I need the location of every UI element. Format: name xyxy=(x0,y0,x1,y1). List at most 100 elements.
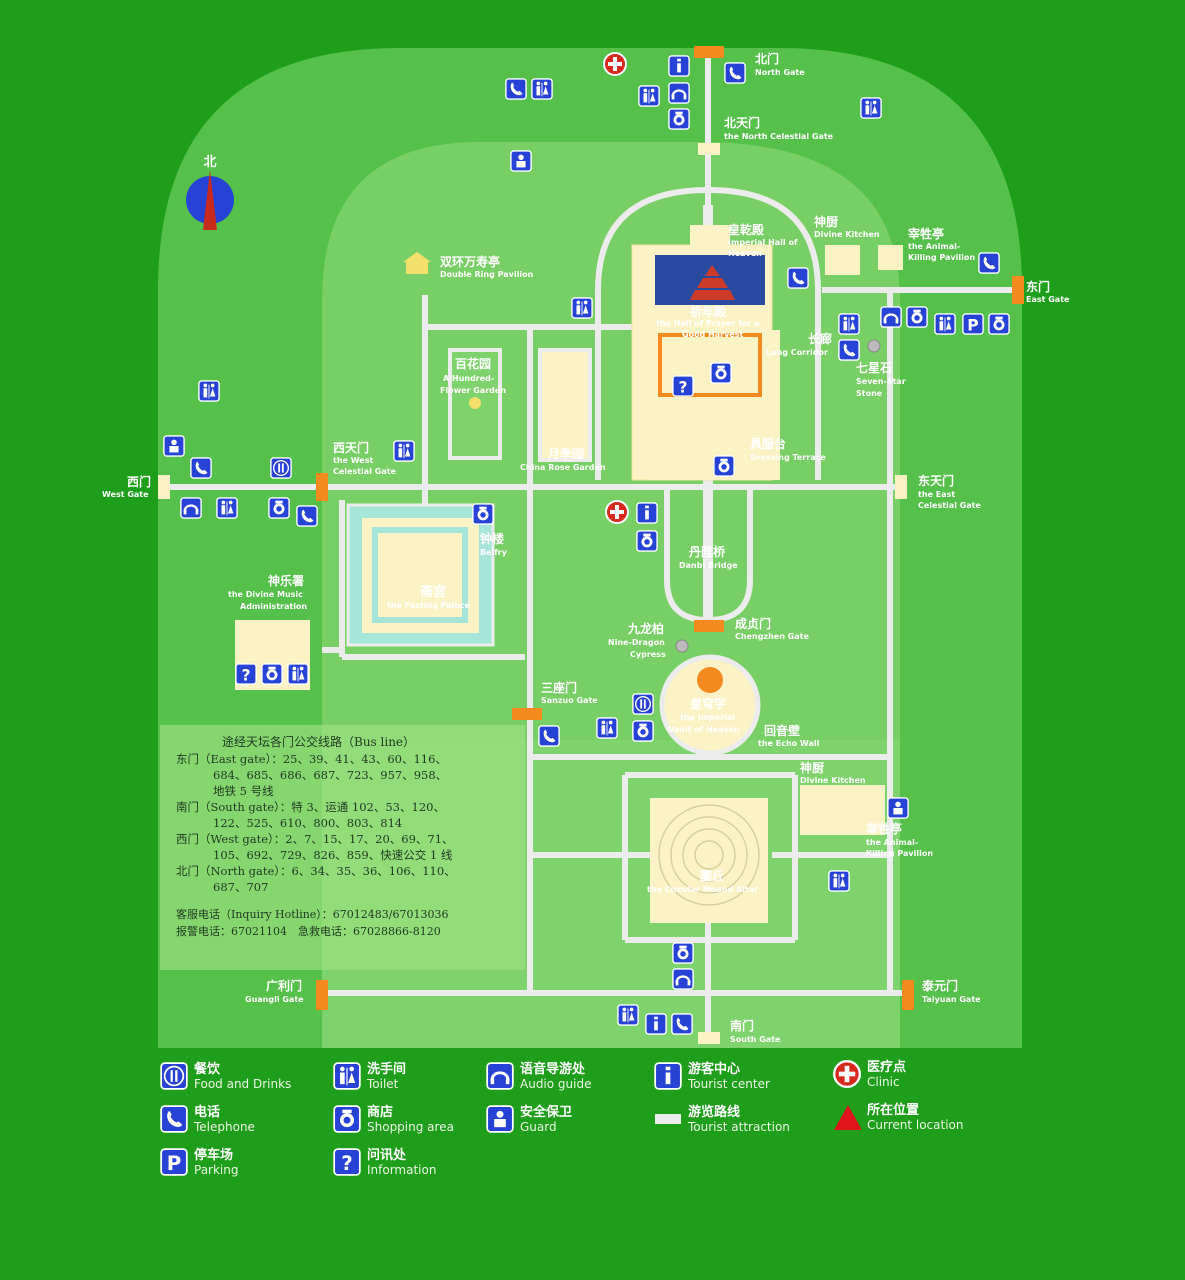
legend-label-cn: 游客中心 xyxy=(688,1062,741,1077)
legend-label-en: Clinic xyxy=(867,1075,900,1089)
west-celestial-gate-en1: the West xyxy=(333,456,373,465)
info-icon xyxy=(636,502,658,524)
shopping-icon xyxy=(268,497,290,519)
place-labels: 皇乾殿 Imperial Hall of Heaven 神厨 Divine Ki… xyxy=(228,214,975,894)
belfry-en: Belfry xyxy=(480,548,508,557)
danbi-bridge-cn: 丹陛桥 xyxy=(689,544,726,559)
west-celestial-gate-en2: Celestial Gate xyxy=(333,467,397,476)
vault-cn: 皇穹宇 xyxy=(690,696,726,711)
legend-label-cn: 问讯处 xyxy=(367,1148,407,1163)
animal-killing-n-building xyxy=(878,245,903,270)
east-celestial-gate-en1: the East xyxy=(918,490,955,499)
west-celestial-gate-cn: 西天门 xyxy=(333,440,369,455)
telephone-icon xyxy=(671,1013,693,1035)
legend-label-en: Tourist center xyxy=(688,1077,770,1091)
animal-killing-n-cn: 宰牲亭 xyxy=(908,226,944,241)
fasting-palace-grounds xyxy=(362,518,479,633)
legend-label-cn: 餐饮 xyxy=(194,1062,221,1077)
legend-label-en: Shopping area xyxy=(367,1120,454,1134)
imperial-hall-cn: 皇乾殿 xyxy=(728,222,765,237)
food-drinks-icon xyxy=(270,457,292,479)
north-gate-cn: 北门 xyxy=(755,51,779,66)
sanzuo-gate-en: Sanzuo Gate xyxy=(541,696,598,705)
animal-killing-s-cn: 宰牲亭 xyxy=(866,821,902,836)
imperial-hall-en2: Heaven xyxy=(728,249,762,258)
long-corridor-cn: 长廊 xyxy=(808,331,832,346)
shopping-icon xyxy=(261,663,283,685)
hundred-flower-en1: A Hundred- xyxy=(443,374,494,383)
bus-info-box xyxy=(160,725,525,970)
west-gate-en: West Gate xyxy=(102,490,149,499)
chengzhen-gate-cn: 成贞门 xyxy=(735,616,771,631)
divine-music-cn: 神乐署 xyxy=(268,573,304,588)
telephone-icon xyxy=(724,62,746,84)
east-gate-en: East Gate xyxy=(1026,295,1070,304)
toilet-icon xyxy=(198,380,220,402)
telephone-icon xyxy=(190,457,212,479)
belfry-cn: 钟楼 xyxy=(480,531,504,546)
legend-label-en: Tourist attraction xyxy=(688,1120,790,1134)
hundred-flower-cn: 百花园 xyxy=(455,356,491,371)
imperial-hall-building xyxy=(690,225,730,250)
circular-mound-en: the Circular Mound Altar xyxy=(647,885,758,894)
seven-star-cn: 七星石 xyxy=(856,361,892,375)
dressing-terrace-en: Dressing Terrace xyxy=(750,453,826,462)
telephone-icon xyxy=(838,339,860,361)
bus-line: 西门（West gate）：2、7、15、17、20、69、71、 xyxy=(176,832,454,846)
legend-label-en: Telephone xyxy=(194,1120,255,1134)
tourist-route-icon xyxy=(654,1105,682,1133)
north-gate-en: North Gate xyxy=(755,68,805,77)
audio-guide-icon xyxy=(672,968,694,990)
divine-kitchen-s-cn: 神厨 xyxy=(800,760,824,775)
west-gate-cn: 西门 xyxy=(127,474,151,489)
shopping-icon xyxy=(713,455,735,477)
divine-kitchen-n-building xyxy=(825,245,860,275)
information-icon xyxy=(235,663,257,685)
nine-dragon-cn: 九龙柏 xyxy=(627,621,664,636)
shopping-icon xyxy=(632,720,654,742)
alarm-hotline: 报警电话：67021104 急救电话：67028866-8120 xyxy=(176,924,441,938)
food-drinks-icon xyxy=(160,1062,188,1090)
toilet-icon xyxy=(596,717,618,739)
bus-line: 东门（East gate）：25、39、41、43、60、116、 xyxy=(176,752,447,766)
danbi-bridge-en: Danbi Bridge xyxy=(679,561,738,570)
compass-icon: 北 xyxy=(186,155,234,230)
divine-music-en1: the Divine Music xyxy=(228,590,303,599)
legend-label-cn: 电话 xyxy=(194,1105,221,1120)
hundred-flower-pavilion-icon xyxy=(469,397,481,409)
legend-label-en: Current location xyxy=(867,1118,964,1132)
east-celestial-gate-en2: Celestial Gate xyxy=(918,501,982,510)
parking-icon xyxy=(160,1148,188,1176)
legend-label-en: Parking xyxy=(194,1163,239,1177)
seven-star-en2: Stone xyxy=(856,389,883,398)
guangli-gate-en: Guangli Gate xyxy=(245,995,304,1004)
chengzhen-gate-en: Chengzhen Gate xyxy=(735,632,809,641)
gate-labels: 北门 North Gate 北天门 the North Celestial Ga… xyxy=(102,51,1070,1044)
east-gate-cn: 东门 xyxy=(1026,279,1050,294)
guangli-gate-cn: 广利门 xyxy=(266,978,302,993)
legend-label-en: Information xyxy=(367,1163,437,1177)
divine-kitchen-s-en: Divine Kitchen xyxy=(800,776,866,785)
divine-music-en2: Administration xyxy=(240,602,307,611)
compass-north-label: 北 xyxy=(203,155,216,170)
vault-en1: the Imperial xyxy=(680,713,735,722)
shopping-icon xyxy=(710,362,732,384)
road-network xyxy=(165,50,1015,1040)
telephone-icon xyxy=(978,252,1000,274)
legend-label-en: Audio guide xyxy=(520,1077,592,1091)
double-ring-pavilion-icon xyxy=(403,252,431,274)
double-ring-pavilion-cn: 双环万寿亭 xyxy=(440,254,500,269)
telephone-icon xyxy=(160,1105,188,1133)
toilet-icon xyxy=(828,870,850,892)
prayer-hall-photo-temple xyxy=(690,265,735,300)
legend-label-cn: 停车场 xyxy=(194,1148,234,1163)
legend-label-cn: 洗手间 xyxy=(367,1062,407,1077)
legend-label-cn: 医疗点 xyxy=(867,1060,907,1075)
